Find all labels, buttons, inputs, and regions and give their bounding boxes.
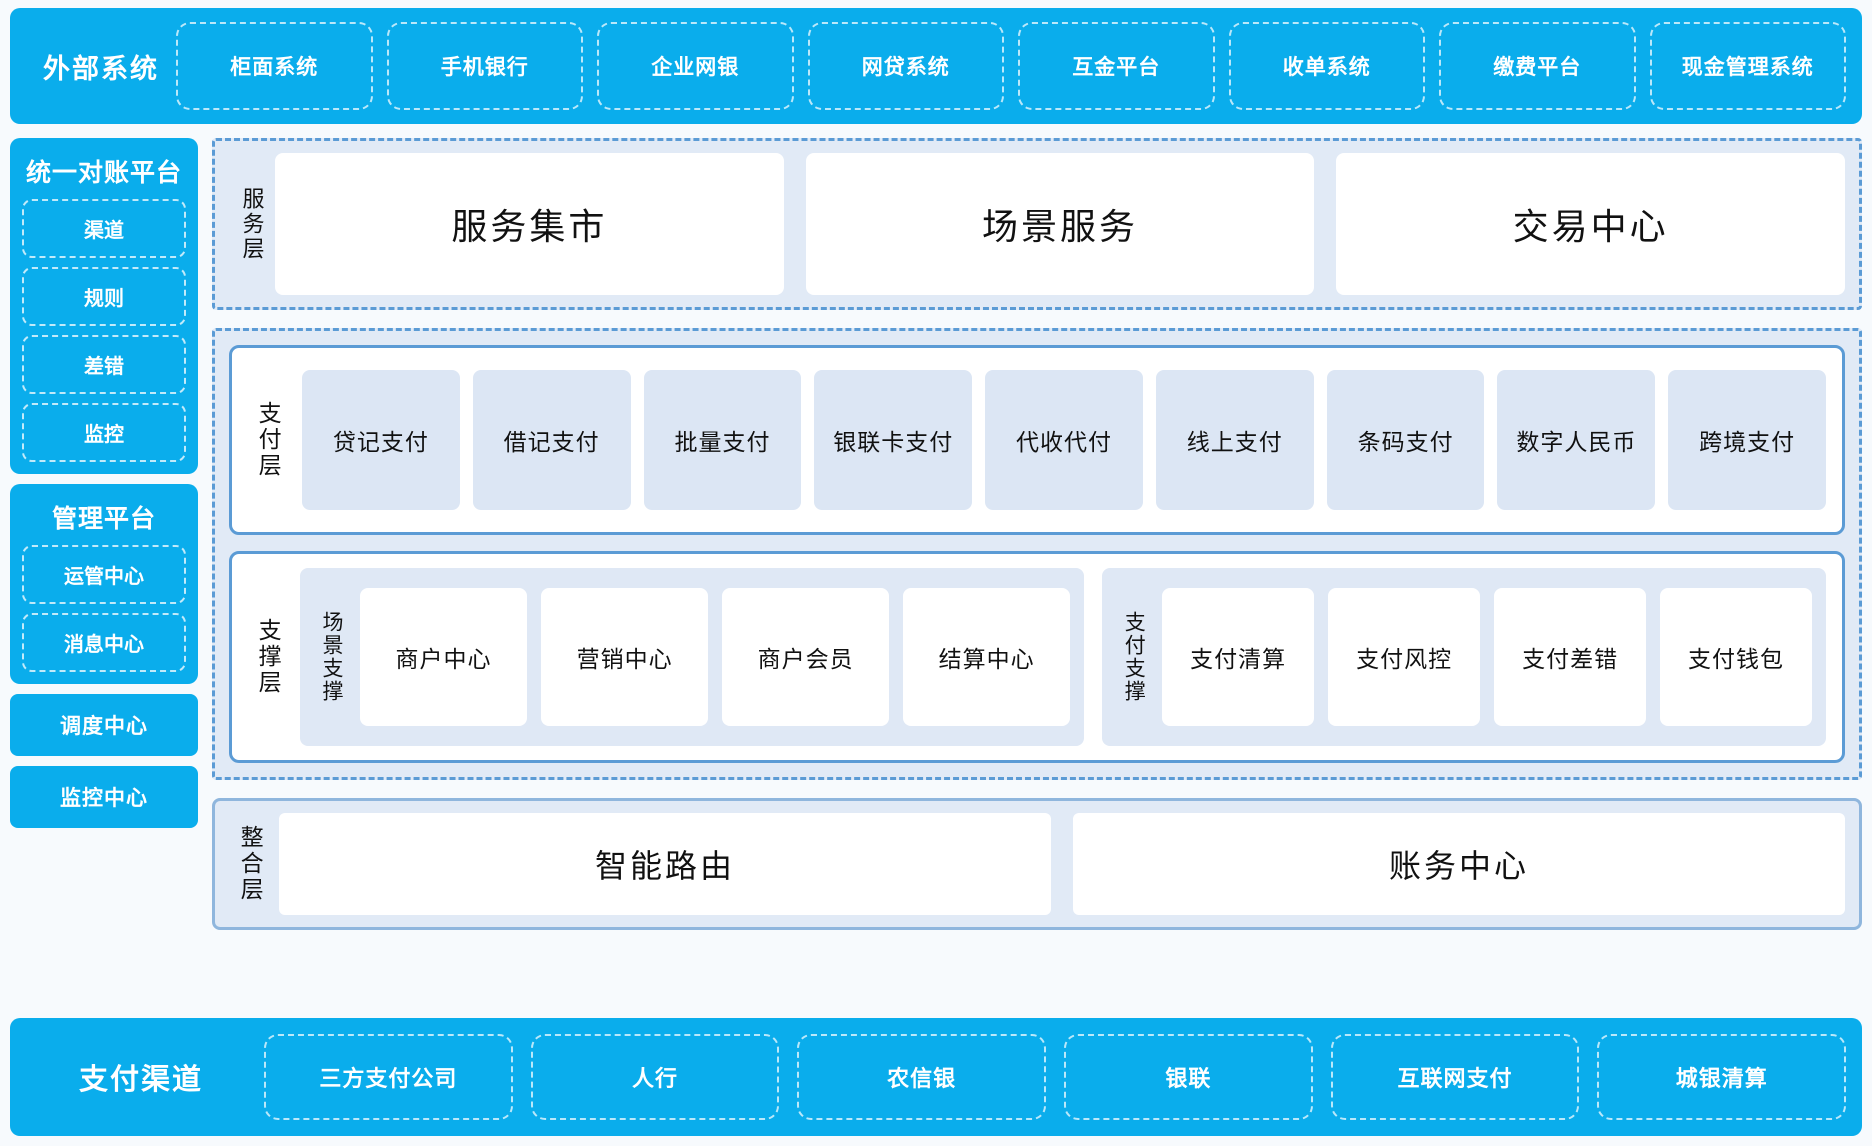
service-layer-boxes: 服务集市 场景服务 交易中心 — [275, 153, 1846, 295]
sidebar-panel-title: 管理平台 — [51, 505, 156, 533]
support-group-tiles: 支付清算 支付风控 支付差错 支付钱包 — [1162, 588, 1813, 726]
sidebar-item-error[interactable]: 差错 — [22, 335, 186, 394]
sidebar-panel-title: 统一对账平台 — [25, 159, 182, 187]
external-system-item[interactable]: 互金平台 — [1018, 22, 1215, 110]
support-layer-card: 支撑层 场景支撑 商户中心 营销中心 商户会员 结算中心 支付支撑 — [229, 551, 1845, 763]
payment-channel-list: 三方支付公司 人行 农信银 银联 互联网支付 城银清算 — [256, 1018, 1847, 1136]
support-tile-payment-error[interactable]: 支付差错 — [1494, 588, 1647, 726]
support-group-scenario: 场景支撑 商户中心 营销中心 商户会员 结算中心 — [300, 568, 1085, 746]
support-tile-payment-wallet[interactable]: 支付钱包 — [1660, 588, 1813, 726]
external-system-item[interactable]: 收单系统 — [1228, 22, 1425, 110]
payment-channel-item[interactable]: 互联网支付 — [1330, 1034, 1580, 1120]
sidebar-item-monitoring-center[interactable]: 监控中心 — [10, 766, 198, 828]
sidebar-item-monitor[interactable]: 监控 — [22, 403, 186, 462]
external-system-item[interactable]: 柜面系统 — [176, 22, 373, 110]
payment-tile-cross-border[interactable]: 跨境支付 — [1668, 370, 1827, 510]
integration-layer-label: 整合层 — [237, 825, 264, 903]
service-box-marketplace[interactable]: 服务集市 — [275, 153, 784, 295]
sidebar-item-message-center[interactable]: 消息中心 — [22, 613, 186, 672]
sidebar-item-channel[interactable]: 渠道 — [22, 199, 186, 258]
payment-tile-digital-rmb[interactable]: 数字人民币 — [1497, 370, 1656, 510]
service-layer-section: 服务层 服务集市 场景服务 交易中心 — [212, 138, 1862, 310]
payment-channel-item[interactable]: 三方支付公司 — [264, 1034, 513, 1120]
payment-tile-unionpay-card[interactable]: 银联卡支付 — [814, 370, 973, 510]
support-group-label: 支付支撑 — [1122, 611, 1146, 703]
support-tile-payment-clearing[interactable]: 支付清算 — [1162, 588, 1315, 726]
integration-layer-section: 整合层 智能路由 账务中心 — [212, 798, 1862, 930]
support-tile-marketing-center[interactable]: 营销中心 — [541, 588, 709, 726]
sidebar-item-operations-center[interactable]: 运管中心 — [22, 545, 186, 604]
payment-tile-debit[interactable]: 借记支付 — [472, 370, 631, 510]
payment-channel-item[interactable]: 银联 — [1064, 1034, 1313, 1120]
external-systems-bar: 外部系统 柜面系统 手机银行 企业网银 网贷系统 互金平台 收单系统 缴费平台 … — [10, 8, 1862, 124]
payment-channel-bar: 支付渠道 三方支付公司 人行 农信银 银联 互联网支付 城银清算 — [10, 1018, 1862, 1136]
external-system-item[interactable]: 企业网银 — [597, 22, 794, 110]
payment-layer-tiles: 贷记支付 借记支付 批量支付 银联卡支付 代收代付 线上支付 条码支付 数字人民… — [302, 370, 1827, 510]
support-group-label: 场景支撑 — [320, 611, 344, 703]
support-group-payment: 支付支撑 支付清算 支付风控 支付差错 支付钱包 — [1102, 568, 1826, 746]
external-system-item[interactable]: 现金管理系统 — [1649, 22, 1846, 110]
integration-layer-boxes: 智能路由 账务中心 — [279, 813, 1845, 915]
service-box-scenario[interactable]: 场景服务 — [805, 153, 1315, 295]
external-system-item[interactable]: 缴费平台 — [1439, 22, 1636, 110]
support-tile-settlement-center[interactable]: 结算中心 — [903, 588, 1071, 726]
external-system-item[interactable]: 手机银行 — [386, 22, 583, 110]
sidebar-item-rule[interactable]: 规则 — [22, 267, 186, 326]
support-layer-groups: 场景支撑 商户中心 营销中心 商户会员 结算中心 支付支撑 支付清算 支付风控 — [300, 568, 1826, 746]
payment-layer-card: 支付层 贷记支付 借记支付 批量支付 银联卡支付 代收代付 线上支付 条码支付 … — [229, 345, 1845, 535]
payment-tile-credit[interactable]: 贷记支付 — [302, 370, 460, 510]
external-system-item[interactable]: 网贷系统 — [807, 22, 1004, 110]
payment-tile-online[interactable]: 线上支付 — [1155, 370, 1314, 510]
external-systems-title: 外部系统 — [43, 53, 159, 84]
integration-box-smart-routing[interactable]: 智能路由 — [279, 813, 1051, 915]
sidebar-item-scheduling-center[interactable]: 调度中心 — [10, 694, 198, 756]
service-box-transaction-center[interactable]: 交易中心 — [1336, 153, 1846, 295]
sidebar: 统一对账平台 渠道 规则 差错 监控 管理平台 运管中心 消息中心 调度中心 监… — [10, 138, 198, 838]
integration-box-accounting-center[interactable]: 账务中心 — [1073, 813, 1845, 915]
payment-layer-label: 支付层 — [255, 401, 282, 479]
sidebar-panel-reconciliation: 统一对账平台 渠道 规则 差错 监控 — [10, 138, 198, 474]
support-tile-payment-risk[interactable]: 支付风控 — [1328, 588, 1481, 726]
payment-channel-title: 支付渠道 — [78, 1064, 203, 1096]
payment-channel-item[interactable]: 农信银 — [797, 1034, 1047, 1120]
service-layer-label: 服务层 — [239, 186, 265, 262]
payment-tile-barcode[interactable]: 条码支付 — [1326, 370, 1485, 510]
support-group-tiles: 商户中心 营销中心 商户会员 结算中心 — [360, 588, 1071, 726]
payment-channel-item[interactable]: 人行 — [530, 1034, 780, 1120]
external-systems-list: 柜面系统 手机银行 企业网银 网贷系统 互金平台 收单系统 缴费平台 现金管理系… — [176, 8, 1846, 124]
support-tile-merchant-center[interactable]: 商户中心 — [360, 588, 528, 726]
payment-support-section: 支付层 贷记支付 借记支付 批量支付 银联卡支付 代收代付 线上支付 条码支付 … — [212, 328, 1862, 780]
main-layers: 服务层 服务集市 场景服务 交易中心 支付层 贷记支付 借记支付 批量支付 银联… — [212, 138, 1862, 930]
payment-tile-collection-payment[interactable]: 代收代付 — [985, 370, 1143, 510]
support-layer-label: 支撑层 — [255, 618, 282, 696]
sidebar-panel-management: 管理平台 运管中心 消息中心 — [10, 484, 198, 684]
support-tile-merchant-member[interactable]: 商户会员 — [722, 588, 890, 726]
payment-channel-item[interactable]: 城银清算 — [1597, 1034, 1847, 1120]
payment-tile-batch[interactable]: 批量支付 — [643, 370, 802, 510]
